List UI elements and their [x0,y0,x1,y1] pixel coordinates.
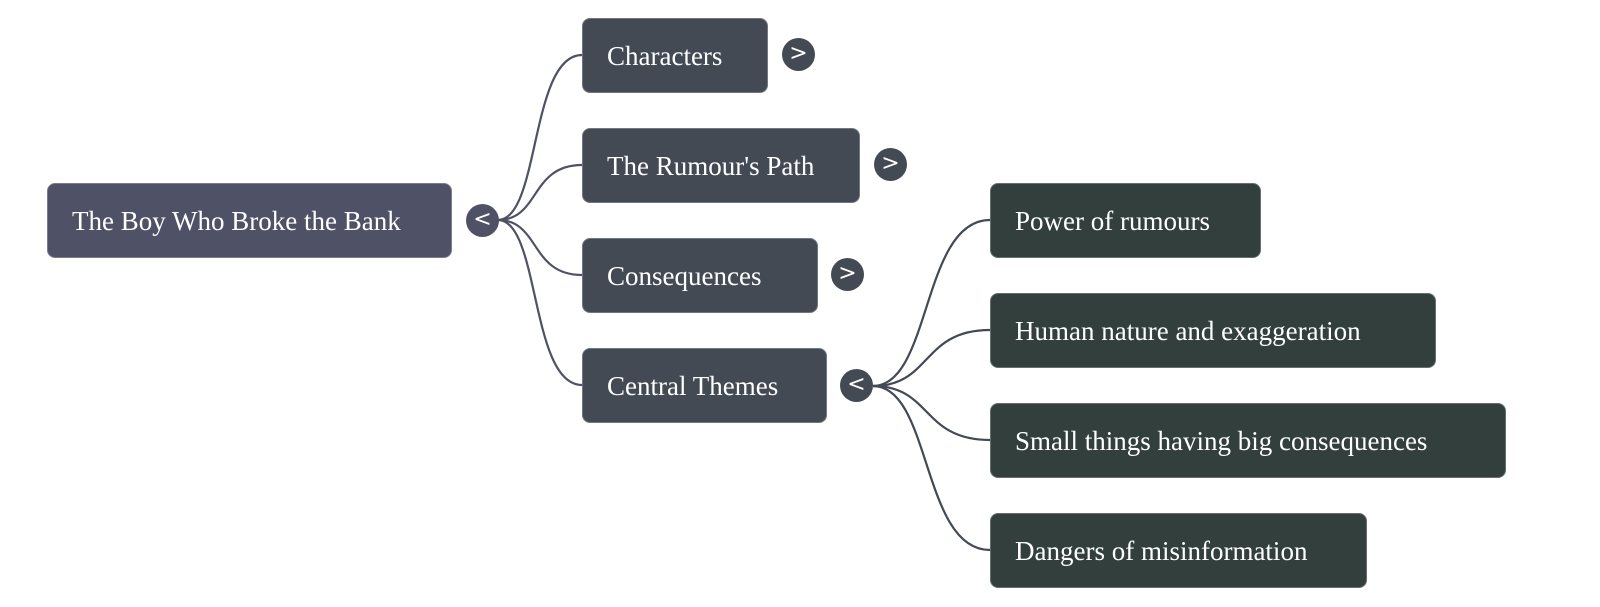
root-link-3 [497,218,583,387]
themes-link-1 [872,328,991,388]
leaf-label: Small things having big consequences [1015,426,1428,456]
root-node[interactable]: The Boy Who Broke the Bank [47,183,452,258]
central-themes-collapse-toggle[interactable]: < [840,369,873,402]
leaf-label: Power of rumours [1015,206,1210,236]
root-collapse-toggle[interactable]: < [466,204,499,237]
branch-label: Characters [607,41,723,71]
leaf-node-dangers-of-misinformation[interactable]: Dangers of misinformation [990,513,1367,588]
root-link-1 [497,163,583,222]
branch-node-consequences[interactable]: Consequences [582,238,818,313]
branch-node-rumours-path[interactable]: The Rumour's Path [582,128,860,203]
themes-link-2 [872,384,991,442]
leaf-node-human-nature[interactable]: Human nature and exaggeration [990,293,1436,368]
chevron-right-icon: > [789,41,808,66]
chevron-left-icon: < [473,207,492,232]
root-node-label: The Boy Who Broke the Bank [72,206,401,236]
chevron-right-icon: > [838,261,857,286]
themes-link-3 [872,384,991,552]
chevron-left-icon: < [847,372,866,397]
branch-node-characters[interactable]: Characters [582,18,768,93]
chevron-right-icon: > [881,151,900,176]
leaf-node-power-of-rumours[interactable]: Power of rumours [990,183,1261,258]
root-link-0 [497,53,583,222]
branch-label: The Rumour's Path [607,151,815,181]
consequences-expand-toggle[interactable]: > [831,258,864,291]
characters-expand-toggle[interactable]: > [782,38,815,71]
leaf-label: Dangers of misinformation [1015,536,1308,566]
root-link-2 [497,218,583,277]
branch-label: Central Themes [607,371,779,401]
leaf-node-small-things[interactable]: Small things having big consequences [990,403,1506,478]
themes-link-0 [872,218,991,388]
branch-label: Consequences [607,261,762,291]
rumours-path-expand-toggle[interactable]: > [874,148,907,181]
branch-node-central-themes[interactable]: Central Themes [582,348,827,423]
leaf-label: Human nature and exaggeration [1015,316,1361,346]
